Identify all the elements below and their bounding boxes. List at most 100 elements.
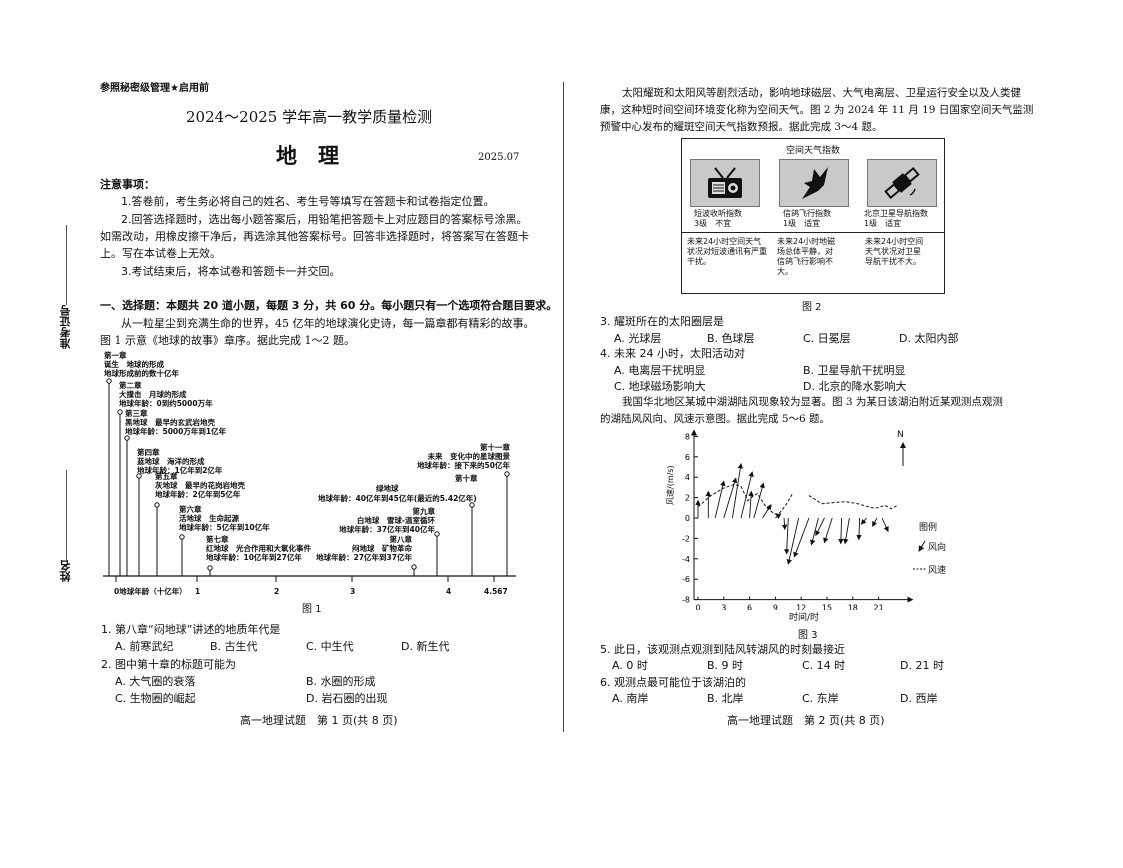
q4-option-d[interactable]: D. 北京的降水影响大 xyxy=(803,380,907,393)
p2-intro2-line-1: 我国华北地区某城中湖湖陆风现象较为显著。图 3 为某日该湖泊附近某观测点观测 xyxy=(622,396,1003,408)
fig3-ylabel: 风速/(m/s) xyxy=(666,465,675,505)
legend-direction-icon xyxy=(918,540,926,552)
wind-direction-arrow xyxy=(856,517,862,541)
x-tick-label: 0 xyxy=(695,604,700,610)
chapter-marker xyxy=(411,564,417,570)
y-tick-label: 8 xyxy=(685,432,690,441)
page-2-footer: 高一地理试题 第 2 页(共 8 页) xyxy=(727,714,885,727)
chapter-label: 第七章 xyxy=(206,535,229,544)
q5-option-b[interactable]: B. 9 时 xyxy=(707,659,744,672)
wind-direction-arrow xyxy=(810,517,819,546)
radio-index-name: 短波收听指数 xyxy=(694,209,742,218)
q3-option-a[interactable]: A. 光球层 xyxy=(614,332,662,345)
q5-option-c[interactable]: C. 14 时 xyxy=(802,659,846,672)
wind-direction-arrow xyxy=(786,517,800,565)
chapter-label: 第十一章 xyxy=(480,443,510,452)
pigeon-index-level: 1级 适宜 xyxy=(783,219,821,228)
q1-option-b[interactable]: B. 古生代 xyxy=(210,640,258,653)
chapter-label: 第四章 xyxy=(137,448,160,457)
q3-option-d[interactable]: D. 太阳内部 xyxy=(899,332,959,345)
chapter-label: 大撞击 月球的形成 xyxy=(119,390,187,399)
chapter-marker xyxy=(124,435,130,441)
chapter-marker xyxy=(117,409,123,415)
q1-option-a[interactable]: A. 前寒武纪 xyxy=(115,640,174,653)
q6-option-a[interactable]: A. 南岸 xyxy=(612,692,649,705)
y-tick-label: 2 xyxy=(685,494,690,503)
page-1-footer: 高一地理试题 第 1 页(共 8 页) xyxy=(240,714,398,727)
exam-id-line xyxy=(65,225,67,305)
wind-direction-arrow xyxy=(762,503,772,519)
chapter-label: 第六章 xyxy=(179,505,202,514)
section-heading: 一、选择题：本题共 20 道小题，每题 3 分，共 60 分。每小题只有一个选项… xyxy=(100,299,558,312)
intro-line-2: 图 1 示意《地球的故事》章序。据此完成 1～2 题。 xyxy=(100,334,355,347)
wind-direction-arrow xyxy=(714,480,726,519)
north-label: N xyxy=(897,430,904,440)
q2-option-d[interactable]: D. 岩石圈的出现 xyxy=(306,692,388,705)
y-tick-label: 0 xyxy=(685,514,690,523)
wind-direction-arrow xyxy=(775,513,782,519)
chapter-marker xyxy=(504,471,510,477)
q6-option-c[interactable]: C. 东岸 xyxy=(802,692,839,705)
chapter-marker xyxy=(469,502,475,508)
q3-option-b[interactable]: B. 色球层 xyxy=(707,332,755,345)
q4-option-a[interactable]: A. 电离层干扰明显 xyxy=(614,364,706,377)
fig3-xlabel: 时间/时 xyxy=(789,613,820,623)
secret-label: 参照秘密级管理★启用前 xyxy=(100,83,209,94)
radio-index-level: 3级 不宜 xyxy=(694,219,732,228)
exam-id-field[interactable]: 准考证号 xyxy=(56,225,76,349)
chapter-label: 地球年龄：接下来的50亿年 xyxy=(417,461,510,470)
chapter-label: 第一章 xyxy=(104,351,127,360)
q2-option-b[interactable]: B. 水圈的形成 xyxy=(306,675,376,688)
chapter-label: 第九章 xyxy=(412,507,436,516)
axis-label: 0地球年龄（十亿年） xyxy=(114,587,187,596)
intro-line-1: 从一粒星尘到充满生命的世界，45 亿年的地球演化史诗，每一篇章都有精彩的故事。 xyxy=(121,317,535,330)
figure-2-caption: 图 2 xyxy=(802,302,822,313)
x-tick-label: 6 xyxy=(747,604,752,610)
tick-label: 4 xyxy=(446,587,452,596)
q5-option-a[interactable]: A. 0 时 xyxy=(612,659,648,672)
q2-option-c[interactable]: C. 生物圈的崛起 xyxy=(115,692,196,705)
q3-option-c[interactable]: C. 日冕层 xyxy=(803,332,851,345)
pigeon-index-name: 信鸽飞行指数 xyxy=(783,209,831,218)
q4-option-c[interactable]: C. 地球磁场影响大 xyxy=(614,380,706,393)
name-field[interactable]: 姓名 xyxy=(56,470,76,582)
note-1: 1.答卷前，考生务必将自己的姓名、考生号等填写在答题卡和试卷指定位置。 xyxy=(121,195,495,208)
wind-direction-arrow xyxy=(881,517,889,533)
fig2-divider xyxy=(682,232,944,233)
wind-direction-arrow xyxy=(748,490,754,519)
wind-direction-arrow xyxy=(781,517,788,531)
chapter-label: 绿地球 xyxy=(376,484,399,493)
q5-option-d[interactable]: D. 21 时 xyxy=(900,659,944,672)
note-2-cont2: 上。写在本试卷上无效。 xyxy=(100,247,221,260)
tick-label: 2 xyxy=(274,587,280,596)
q4-option-b[interactable]: B. 卫星导航干扰明显 xyxy=(803,364,906,377)
x-tick-label: 9 xyxy=(773,604,778,610)
y-tick-label: 4 xyxy=(685,473,690,482)
legend-direction: 风向 xyxy=(928,543,947,553)
chapter-label: 第二章 xyxy=(119,381,142,390)
chapter-label: 地球形成前的数十亿年 xyxy=(104,369,179,378)
satnav-index-desc: 未来24小时空间天气状况对卫星导航干扰不大。 xyxy=(865,237,924,266)
y-tick-label: 6 xyxy=(685,453,690,462)
chapter-label: 第十章 xyxy=(455,474,478,483)
chapter-marker xyxy=(434,531,440,537)
wind-speed-line xyxy=(808,495,899,510)
q6-option-d[interactable]: D. 西岸 xyxy=(900,692,938,705)
wind-direction-arrow xyxy=(823,517,833,544)
q6-option-b[interactable]: B. 北岸 xyxy=(707,692,744,705)
figure-3-caption: 图 3 xyxy=(798,630,818,641)
figure-2-space-weather-index: 空间天气指数 短波收听指数 3级 不宜 信鸽飞行指数 1级 适宜 北京卫星导航指… xyxy=(681,138,945,294)
q2-option-a[interactable]: A. 大气圈的衰落 xyxy=(115,675,196,688)
wind-direction-arrow xyxy=(815,517,825,537)
chapter-label: 地球年龄：0到约5000万年 xyxy=(119,399,213,408)
question-6: 6. 观测点最可能位于该湖泊的 xyxy=(600,676,746,689)
y-tick-label: -8 xyxy=(682,596,690,605)
q1-option-d[interactable]: D. 新生代 xyxy=(401,640,450,653)
chapter-marker xyxy=(179,534,185,540)
q1-option-c[interactable]: C. 中生代 xyxy=(306,640,354,653)
wind-direction-arrow xyxy=(731,463,743,519)
x-tick-label: 12 xyxy=(796,604,806,610)
chapter-label: 地球年龄：1亿年到2亿年 xyxy=(137,466,223,475)
